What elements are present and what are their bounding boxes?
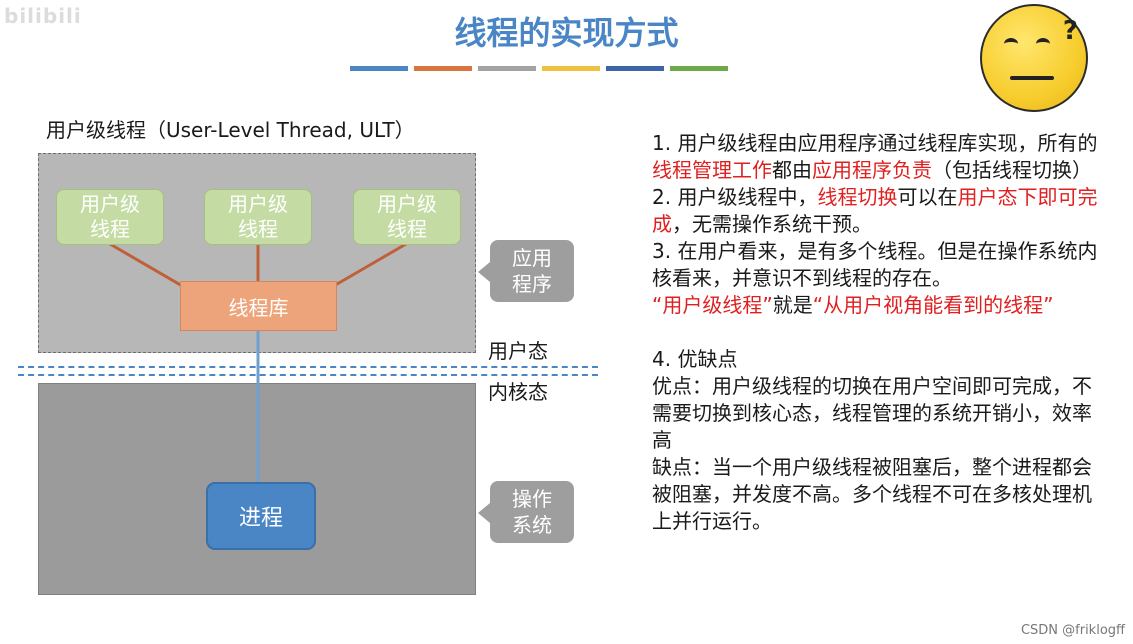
user-thread-label: 用户级 线程 bbox=[80, 192, 140, 241]
note-2-text-2: 可以在 bbox=[897, 185, 958, 209]
bilibili-watermark: bilibili bbox=[4, 4, 82, 28]
note-3: 3. 在用户看来，是有多个线程。但是在操作系统内核看来，并意识不到线程的存在。 bbox=[652, 238, 1102, 292]
note-1-text: 1. 用户级线程由应用程序通过线程库实现，所有的 bbox=[652, 131, 1098, 155]
note-pros: 优点：用户级线程的切换在用户空间即可完成，不需要切换到核心态，线程管理的系统开销… bbox=[652, 374, 1092, 452]
thinking-face-icon: ? bbox=[980, 4, 1088, 112]
color-stripe-1 bbox=[350, 66, 408, 71]
color-stripe-4 bbox=[542, 66, 600, 71]
note-2-text-3: ，无需操作系统干预。 bbox=[672, 212, 872, 236]
note-1-highlight: 线程管理工作 bbox=[652, 158, 772, 182]
diagram-heading: 用户级线程（User-Level Thread, ULT） bbox=[46, 118, 415, 142]
note-3-text: 3. 在用户看来，是有多个线程。但是在操作系统内核看来，并意识不到线程的存在。 bbox=[652, 239, 1098, 290]
user-thread-1: 用户级 线程 bbox=[56, 189, 164, 245]
color-stripe-3 bbox=[478, 66, 536, 71]
color-stripe-6 bbox=[670, 66, 728, 71]
user-kernel-divider bbox=[18, 366, 598, 376]
note-2-highlight-2: 用户态下即可完成 bbox=[652, 185, 1098, 236]
slide-title: 线程的实现方式 bbox=[454, 14, 679, 52]
note-1: 1. 用户级线程由应用程序通过线程库实现，所有的线程管理工作都由应用程序负责（包… bbox=[652, 130, 1102, 184]
color-stripe-2 bbox=[414, 66, 472, 71]
note-1-text-2: 都由 bbox=[772, 158, 812, 182]
explanation-notes: 1. 用户级线程由应用程序通过线程库实现，所有的线程管理工作都由应用程序负责（包… bbox=[652, 130, 1102, 535]
user-mode-label: 用户态 bbox=[488, 339, 548, 363]
thread-library: 线程库 bbox=[180, 281, 337, 331]
note-1-highlight-2: 应用程序负责 bbox=[812, 158, 932, 182]
note-3-text-2: 就是 bbox=[772, 293, 813, 317]
application-label: 应用 程序 bbox=[478, 240, 574, 302]
kernel-mode-label: 内核态 bbox=[488, 380, 548, 404]
note-3-quote: “用户级线程” bbox=[652, 293, 773, 317]
application-label-text: 应用 程序 bbox=[512, 246, 552, 296]
os-label: 操作 系统 bbox=[478, 481, 574, 543]
note-4-title: 4. 优缺点 bbox=[652, 347, 738, 371]
note-2: 2. 用户级线程中，线程切换可以在用户态下即可完成，无需操作系统干预。 bbox=[652, 184, 1102, 238]
process-box: 进程 bbox=[206, 482, 316, 550]
os-label-text: 操作 系统 bbox=[512, 487, 552, 537]
note-1-text-3: （包括线程切换） bbox=[932, 158, 1092, 182]
note-2-highlight: 线程切换 bbox=[817, 185, 898, 209]
note-2-text: 2. 用户级线程中， bbox=[652, 185, 818, 209]
question-mark: ? bbox=[1062, 16, 1078, 46]
note-cons: 缺点：当一个用户级线程被阻塞后，整个进程都会被阻塞，并发度不高。多个线程不可在多… bbox=[652, 455, 1092, 533]
user-thread-3: 用户级 线程 bbox=[353, 189, 461, 245]
note-3b: “用户级线程”就是“从用户视角能看到的线程” bbox=[652, 292, 1102, 319]
csdn-watermark: CSDN @friklogff bbox=[1020, 623, 1125, 638]
color-stripes bbox=[350, 66, 728, 71]
color-stripe-5 bbox=[606, 66, 664, 71]
user-thread-2: 用户级 线程 bbox=[204, 189, 312, 245]
user-thread-label: 用户级 线程 bbox=[377, 192, 437, 241]
user-thread-label: 用户级 线程 bbox=[228, 192, 288, 241]
note-3-quote-2: “从用户视角能看到的线程” bbox=[812, 293, 1054, 317]
